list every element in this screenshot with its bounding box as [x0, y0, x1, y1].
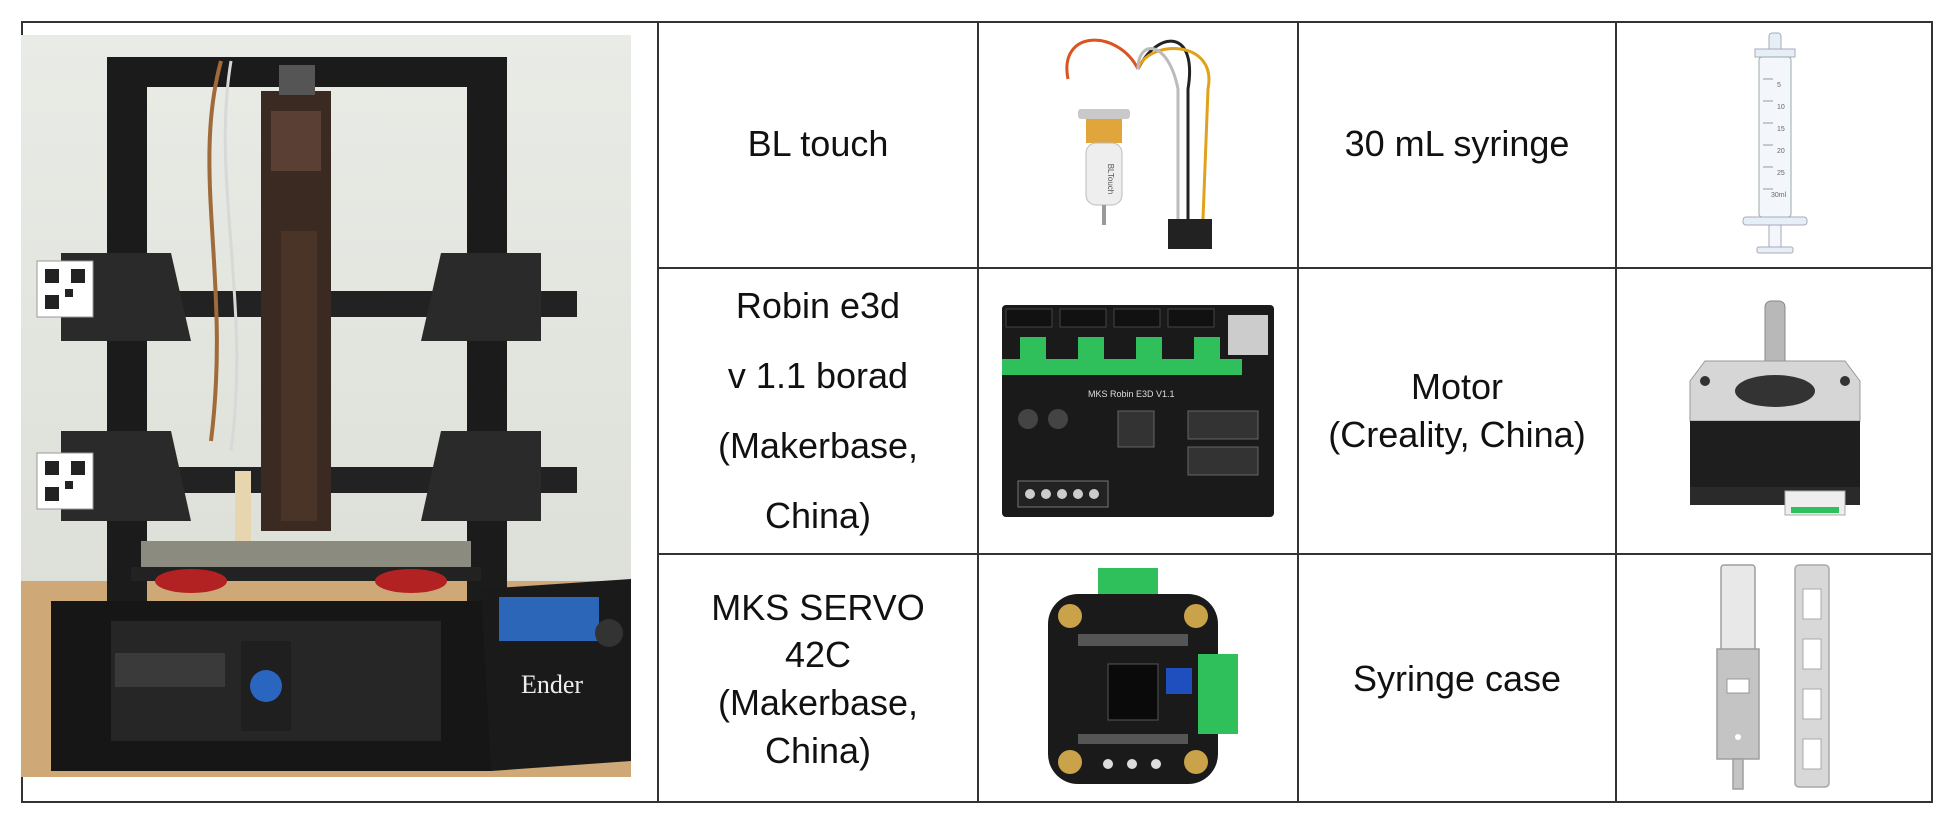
syringe-mark: 30ml — [1771, 192, 1787, 199]
component-label-bl-touch: BL touch — [747, 123, 889, 165]
syringe-mark: 10 — [1777, 104, 1785, 111]
syringe-case-icon — [1716, 564, 1830, 790]
syringe-mark: 15 — [1777, 126, 1785, 133]
component-label-robin-board: Robin e3d v 1.1 borad (Makerbase, China) — [717, 284, 919, 537]
syringe-mark: 25 — [1777, 170, 1785, 177]
table-cell-image — [979, 555, 1299, 803]
board-text: MKS Robin E3D V1.1 — [1088, 389, 1175, 399]
bltouch-text: BLTouch — [1106, 164, 1115, 195]
servo-driver-board-icon — [1048, 568, 1238, 784]
table-cell-image — [1617, 269, 1933, 555]
syringe-mark: 20 — [1777, 148, 1785, 155]
component-table: BL touch BLTouch 30 mL syringe 5 — [659, 21, 1933, 803]
syringe-icon: 5 10 15 20 25 30ml — [1742, 32, 1808, 254]
component-label-motor: Motor (Creality, China) — [1328, 366, 1586, 455]
bltouch-probe-icon: BLTouch — [1065, 38, 1212, 249]
table-cell-label: BL touch — [659, 21, 979, 269]
table-cell-image: 5 10 15 20 25 30ml — [1617, 21, 1933, 269]
printer-brand-text: Ender — [521, 670, 583, 699]
table-cell-label: Syringe case — [1299, 555, 1617, 803]
component-label-syringe: 30 mL syringe — [1344, 123, 1570, 165]
table-cell-image — [1617, 555, 1933, 803]
syringe-mark: 5 — [1777, 82, 1781, 89]
printer-photo: Ender — [21, 35, 631, 777]
table-cell-label: 30 mL syringe — [1299, 21, 1617, 269]
printer-photo-cell: Ender — [21, 21, 659, 803]
table-cell-label: MKS SERVO 42C (Makerbase, China) — [659, 555, 979, 803]
table-cell-label: Robin e3d v 1.1 borad (Makerbase, China) — [659, 269, 979, 555]
component-label-servo: MKS SERVO 42C (Makerbase, China) — [711, 586, 925, 771]
table-cell-label: Motor (Creality, China) — [1299, 269, 1617, 555]
stepper-motor-icon — [1689, 300, 1861, 516]
component-label-syringe-case: Syringe case — [1352, 658, 1562, 700]
table-cell-image: MKS Robin E3D V1.1 — [979, 269, 1299, 555]
controller-board-icon: MKS Robin E3D V1.1 — [1002, 305, 1274, 517]
table-cell-image: BLTouch — [979, 21, 1299, 269]
